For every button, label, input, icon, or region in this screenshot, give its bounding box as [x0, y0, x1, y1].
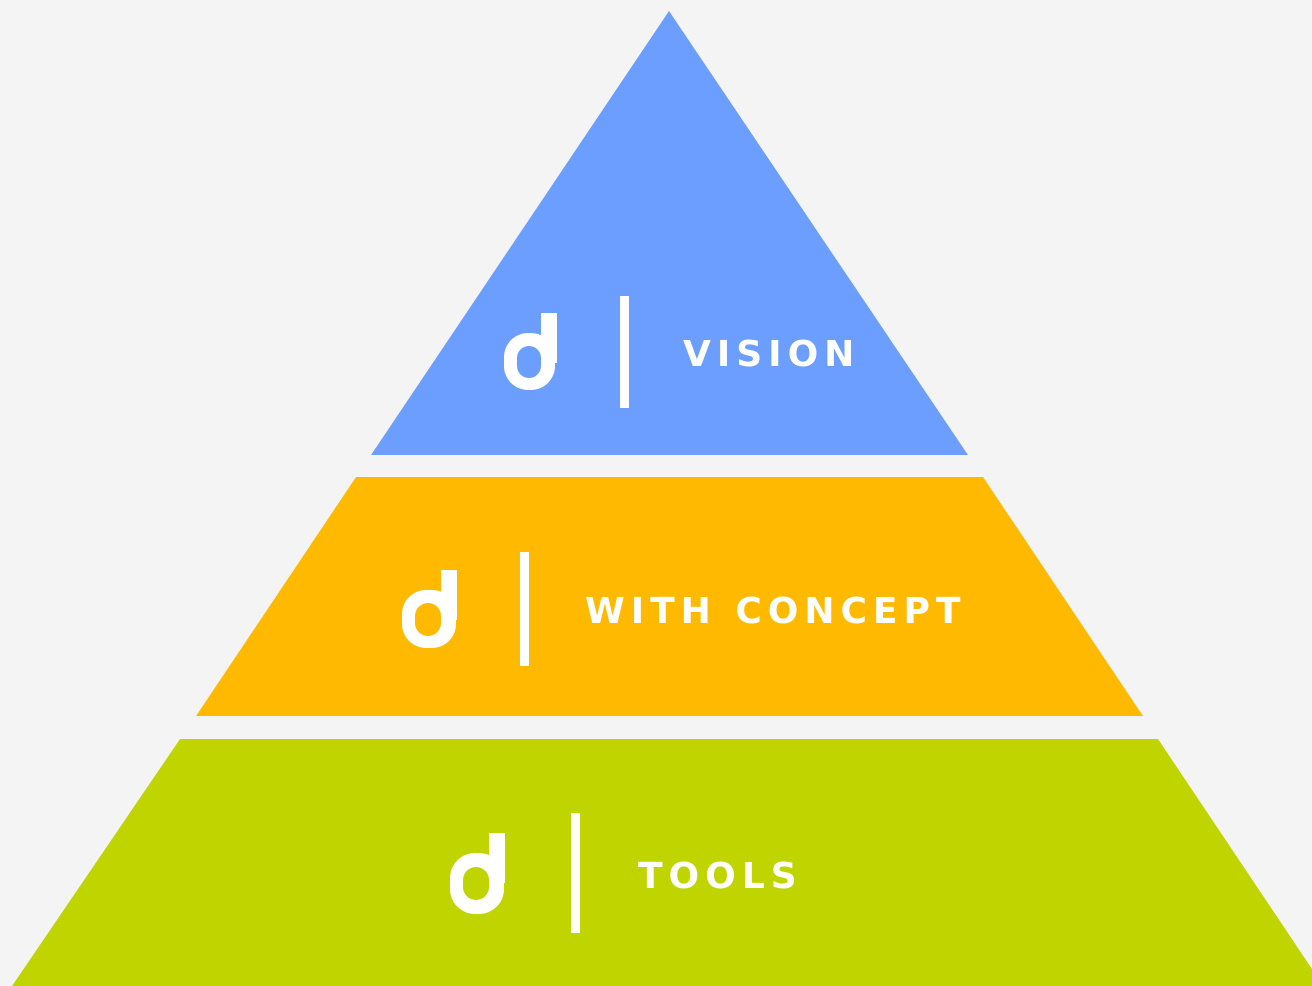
d-mark-icon — [504, 313, 557, 390]
d-mark-icon — [402, 570, 457, 648]
d-mark-icon — [450, 833, 505, 914]
pyramid-layer-vision — [371, 11, 968, 455]
layer-divider — [571, 813, 580, 933]
pyramid-layer-tools — [12, 739, 1312, 986]
layer-divider — [520, 552, 529, 666]
layer-label-vision: VISION — [683, 334, 861, 375]
layer-label-tools: TOOLS — [638, 856, 803, 897]
layer-divider — [620, 296, 629, 408]
layer-label-with-concept: WITH CONCEPT — [585, 591, 967, 632]
pyramid-layer-with-concept — [196, 477, 1143, 716]
